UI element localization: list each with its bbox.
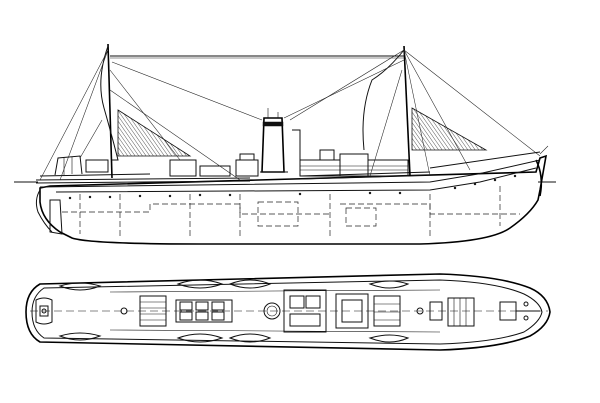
plan-deck-edges — [109, 289, 441, 333]
hull-compartments — [62, 186, 520, 238]
aft-deckhouse — [54, 155, 109, 176]
hull-outline — [39, 154, 548, 245]
plan-hull-outline — [25, 273, 551, 351]
midship-deckhouse — [175, 289, 401, 333]
portholes — [68, 174, 517, 200]
deck-plan — [25, 273, 551, 351]
bow-windlass — [499, 301, 540, 321]
aft-hatch — [120, 295, 167, 327]
aft-mast — [39, 43, 241, 181]
sheer-line — [39, 159, 541, 188]
aft-sail — [100, 45, 119, 161]
fore-sail — [362, 49, 405, 151]
side-elevation — [14, 43, 556, 245]
funnel — [260, 108, 301, 173]
bow-stem — [535, 159, 543, 197]
bridge-superstructure — [169, 149, 409, 177]
fore-hatch — [416, 297, 475, 327]
stern — [35, 189, 53, 233]
rudder — [49, 199, 63, 235]
fore-mast — [289, 45, 541, 177]
plan-funnel — [263, 302, 281, 320]
stern-details — [35, 297, 53, 325]
deck-line — [55, 167, 537, 193]
lifeboats — [58, 279, 410, 343]
